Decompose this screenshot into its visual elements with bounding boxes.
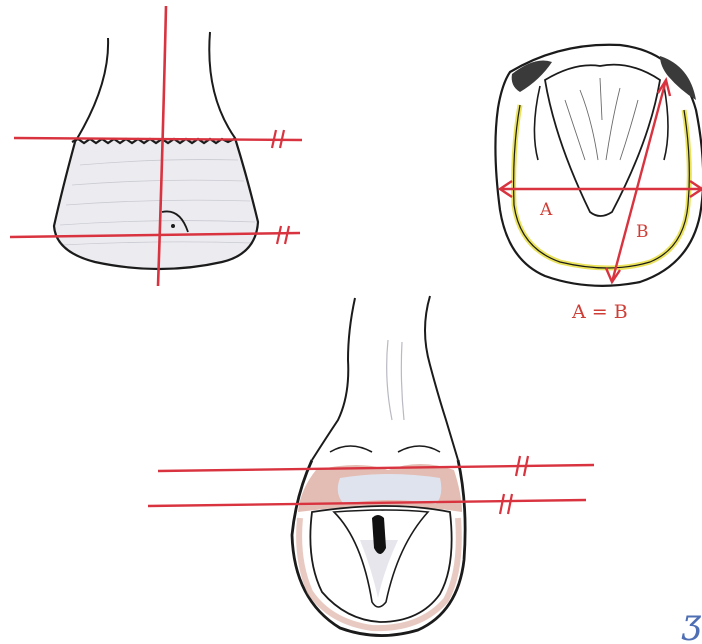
front-view-hoof — [10, 6, 302, 286]
front-leg-left-outline — [75, 38, 108, 142]
bottom-heel-bulb-outline — [398, 446, 440, 452]
bottom-heel-highlight — [338, 474, 442, 504]
bottom-leg-left-outline — [312, 298, 355, 460]
front-coronet-line — [14, 138, 302, 140]
bottom-view-hoof — [148, 296, 594, 636]
parallel-mark-icon — [277, 226, 289, 244]
watermark-logo: Ʒ — [681, 609, 702, 644]
bottom-leg-centre-shading — [401, 342, 404, 420]
bottom-heel-bulb-outline — [330, 446, 372, 452]
label-b: B — [636, 222, 649, 242]
front-leg-right-outline — [209, 32, 235, 138]
sole-view-hoof: A B A = B — [495, 45, 702, 323]
equation-a-equals-b: A = B — [571, 301, 628, 323]
parallel-mark-icon — [500, 494, 512, 514]
bottom-leg-right-outline — [425, 296, 458, 460]
bottom-leg-centre-shading — [387, 340, 392, 420]
bottom-frog-sulcus — [372, 515, 386, 554]
label-a: A — [539, 200, 553, 220]
